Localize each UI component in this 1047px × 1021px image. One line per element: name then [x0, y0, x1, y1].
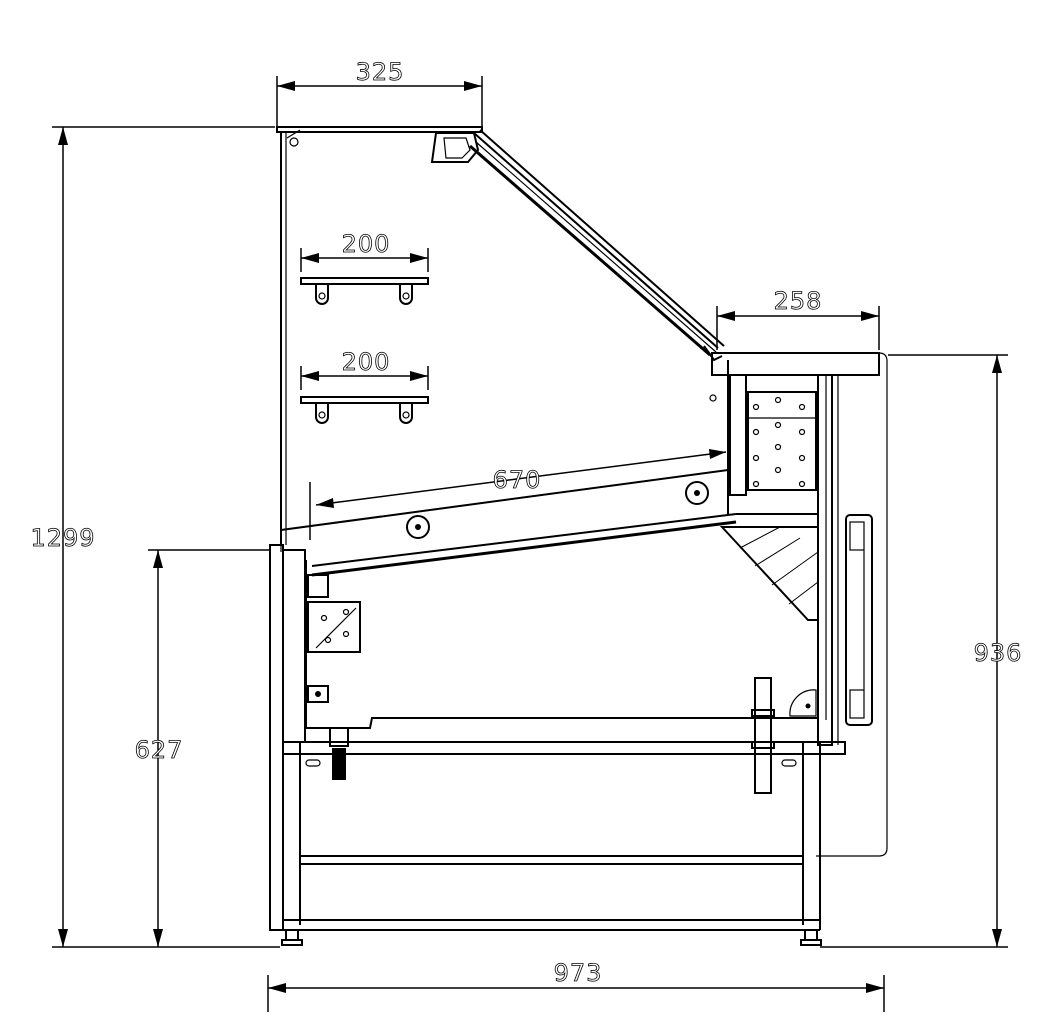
- shelves: [300, 277, 429, 424]
- dim-rear-height: 936: [974, 639, 1023, 667]
- dim-total-height: 1299: [30, 524, 95, 552]
- rear-counter-top: [709, 352, 888, 857]
- dimension-labels: 325 200 200 258 670 1299 627 936 973: [30, 58, 1023, 988]
- dim-rear-top-depth: 258: [774, 287, 823, 315]
- evaporator-area: [719, 526, 819, 621]
- dim-counter-height: 627: [135, 736, 184, 764]
- dim-display-depth: 670: [493, 466, 542, 494]
- door-handle: [845, 514, 873, 726]
- top-canopy: [276, 126, 483, 545]
- dimension-lines: [52, 76, 1008, 1012]
- dim-shelf-upper-depth: 200: [342, 230, 391, 258]
- tank-body: [269, 544, 818, 931]
- base-frame: [270, 677, 846, 946]
- dim-top-width: 325: [356, 58, 405, 86]
- dim-total-depth: 973: [554, 959, 603, 987]
- dim-shelf-lower-depth: 200: [342, 348, 391, 376]
- front-glass: [469, 129, 725, 362]
